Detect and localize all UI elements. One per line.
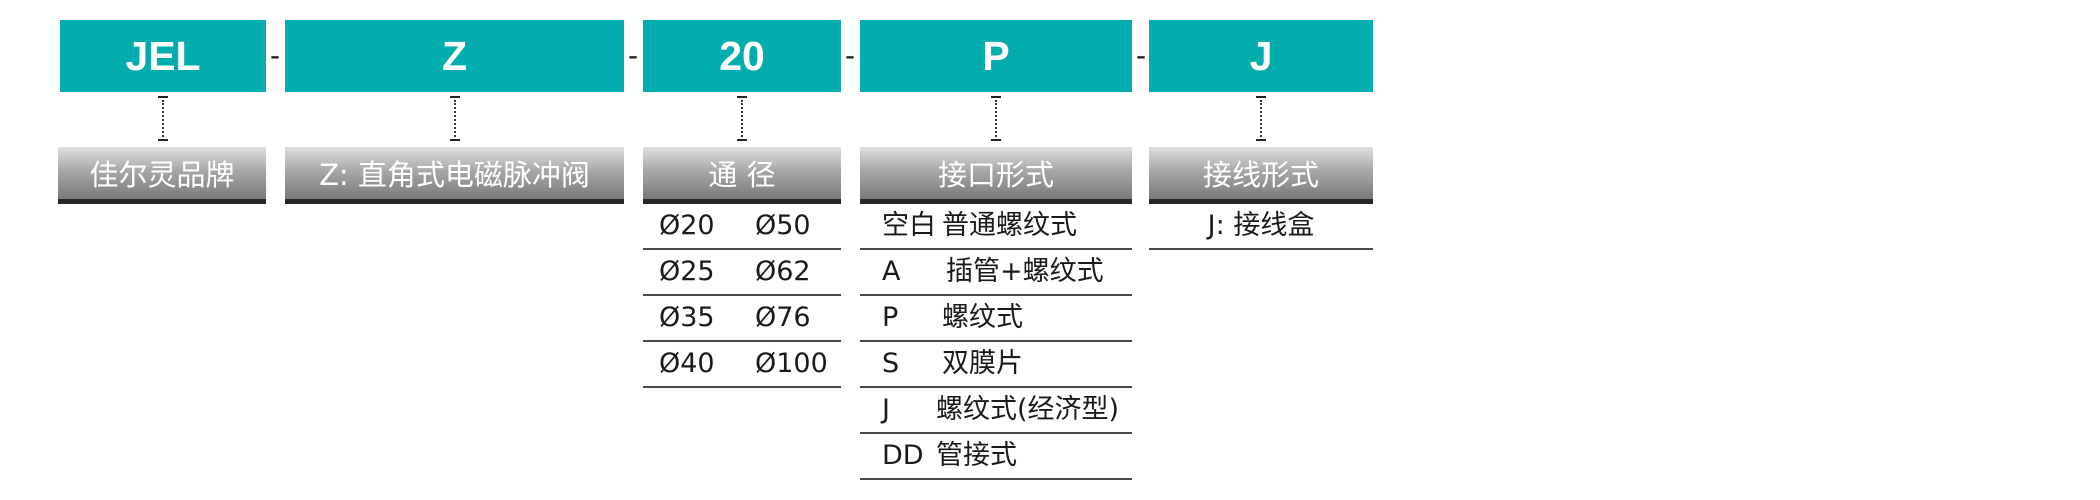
code-box-diameter: 20: [643, 20, 841, 92]
port-desc: 插管+螺纹式: [946, 256, 1104, 287]
separator-dash: -: [628, 39, 638, 72]
table-row: S 双膜片: [860, 342, 1132, 388]
label-type: Z: 直角式电磁脉冲阀: [285, 147, 624, 204]
port-desc: 螺纹式(经济型): [936, 394, 1120, 425]
port-desc: 螺纹式: [942, 302, 1023, 333]
separator-dash: -: [270, 39, 280, 72]
port-table: 空白 普通螺纹式 A 插管+螺纹式 P 螺纹式 S 双膜片 J 螺纹式(经济型)…: [860, 204, 1132, 480]
diameter-table: Ø20 Ø50 Ø25 Ø62 Ø35 Ø76 Ø40 Ø100: [643, 204, 841, 388]
diameter-cell: Ø50: [755, 210, 811, 241]
label-port: 接口形式: [860, 147, 1132, 204]
label-wiring-text: 接线形式: [1202, 158, 1319, 192]
diameter-cell: Ø25: [659, 256, 715, 287]
port-code: J: [882, 394, 890, 425]
port-code: DD: [882, 440, 924, 471]
table-row: P 螺纹式: [860, 296, 1132, 342]
label-diameter-text: 通 径: [708, 158, 776, 192]
connector-port: [989, 96, 1003, 141]
port-desc: 管接式: [936, 440, 1017, 471]
label-brand-text: 佳尔灵品牌: [89, 158, 235, 192]
wiring-table: J: 接线盒: [1149, 204, 1373, 250]
wiring-cell: J: 接线盒: [1207, 210, 1315, 241]
code-box-type: Z: [285, 20, 624, 92]
code-box-wiring: J: [1149, 20, 1373, 92]
label-port-text: 接口形式: [937, 158, 1054, 192]
separator-dash: -: [845, 39, 855, 72]
connector-type: [448, 96, 462, 141]
diameter-cell: Ø40: [659, 348, 715, 379]
label-wiring: 接线形式: [1149, 147, 1373, 204]
code-box-port: P: [860, 20, 1132, 92]
code-brand-text: JEL: [125, 32, 201, 79]
table-row: Ø25 Ø62: [643, 250, 841, 296]
port-desc: 双膜片: [942, 348, 1023, 379]
connector-wiring: [1254, 96, 1268, 141]
diameter-cell: Ø76: [755, 302, 811, 333]
table-row: A 插管+螺纹式: [860, 250, 1132, 296]
label-type-text: Z: 直角式电磁脉冲阀: [319, 158, 590, 192]
diameter-cell: Ø62: [755, 256, 811, 287]
code-box-brand: JEL: [60, 20, 266, 92]
code-port-text: P: [982, 32, 1010, 79]
port-code: A: [882, 256, 901, 287]
port-code: P: [882, 302, 899, 333]
table-row: Ø35 Ø76: [643, 296, 841, 342]
diameter-cell: Ø35: [659, 302, 715, 333]
table-row: J 螺纹式(经济型): [860, 388, 1132, 434]
code-type-text: Z: [441, 32, 468, 79]
table-row: 空白 普通螺纹式: [860, 204, 1132, 250]
label-diameter: 通 径: [643, 147, 841, 204]
diameter-cell: Ø100: [755, 348, 828, 379]
port-desc: 普通螺纹式: [942, 210, 1077, 241]
table-row: Ø40 Ø100: [643, 342, 841, 388]
port-code: S: [882, 348, 900, 379]
separator-dash: -: [1136, 39, 1146, 72]
table-row: J: 接线盒: [1149, 204, 1373, 250]
table-row: Ø20 Ø50: [643, 204, 841, 250]
code-diameter-text: 20: [719, 32, 765, 79]
port-code: 空白: [882, 210, 936, 241]
label-brand: 佳尔灵品牌: [58, 147, 266, 204]
connector-diameter: [735, 96, 749, 141]
table-row: DD 管接式: [860, 434, 1132, 480]
code-wiring-text: J: [1249, 32, 1273, 79]
diameter-cell: Ø20: [659, 210, 715, 241]
connector-brand: [156, 96, 170, 141]
